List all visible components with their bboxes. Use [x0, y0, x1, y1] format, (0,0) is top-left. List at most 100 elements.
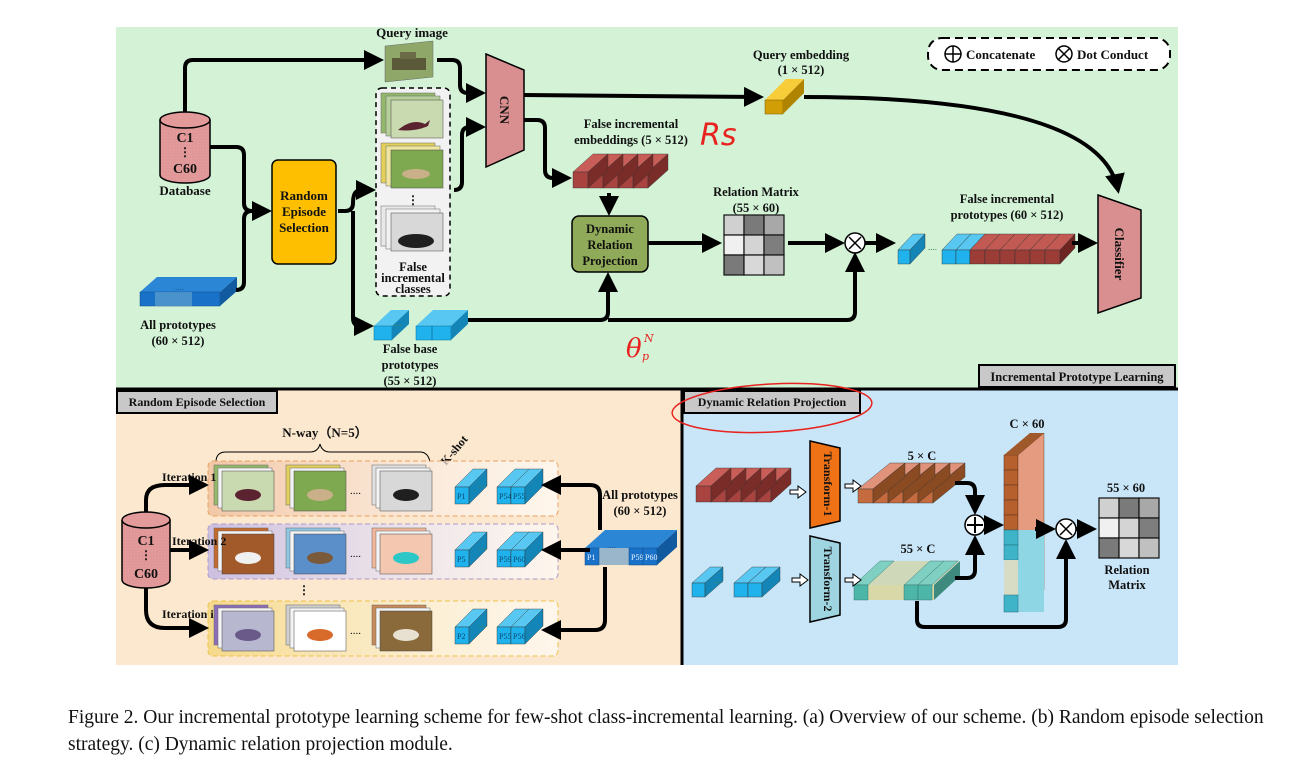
- transform-2-block: Transform-2: [809, 535, 841, 623]
- legend: Concatenate Dot Conduct: [927, 37, 1171, 71]
- embedding-bar: [1044, 233, 1076, 265]
- svg-text:Incremental Prototype Learning: Incremental Prototype Learning: [990, 370, 1164, 384]
- prototype-bar: [454, 468, 488, 505]
- random-episode-selection-block: Random Episode Selection: [271, 159, 337, 265]
- svg-text:....: ....: [175, 282, 184, 292]
- transform-1-block: Transform-1: [809, 440, 841, 529]
- drp-relation-matrix-cell: [1098, 517, 1120, 539]
- relation-matrix-cell: [723, 234, 745, 256]
- drp-relation-matrix-cell: [1098, 497, 1120, 519]
- svg-text:prototypes: prototypes: [382, 358, 439, 372]
- relation-matrix-cell: [743, 234, 765, 256]
- prototype-label: P59: [631, 553, 643, 562]
- prototype-label: P5: [457, 555, 465, 564]
- c-60-label: C × 60: [1010, 417, 1045, 431]
- svg-text:Classifier: Classifier: [1112, 228, 1127, 281]
- fiftyfive-c-label: 55 × C: [901, 542, 936, 556]
- legend-dot-conduct: Dot Conduct: [1077, 47, 1149, 62]
- ellipsis: ....: [478, 619, 487, 629]
- drp-relation-matrix-cell: [1118, 517, 1140, 539]
- prototype-label: P54: [499, 492, 511, 501]
- relation-matrix-cell: [723, 214, 745, 236]
- dot-product-node-drp: [1055, 518, 1077, 540]
- svg-text:(60 × 512): (60 × 512): [614, 504, 667, 518]
- svg-text:Selection: Selection: [279, 220, 330, 235]
- false-incremental-embeddings-block: [572, 153, 669, 189]
- svg-text:Relation: Relation: [587, 238, 632, 252]
- prototype-label: P1: [587, 553, 595, 562]
- query-image-label: Query image: [376, 25, 448, 40]
- panel-label-incremental-prototype-learning: Incremental Prototype Learning: [978, 364, 1176, 388]
- handwritten-circle-annotation: [671, 382, 873, 434]
- c60-red-cell: [1003, 514, 1019, 531]
- drp-arrows: [915, 481, 1097, 629]
- c60-red-cell: [1003, 484, 1019, 501]
- cnn-block: CNN: [485, 52, 525, 169]
- svg-text:⋮: ⋮: [298, 583, 310, 597]
- svg-text:⋮: ⋮: [407, 193, 419, 207]
- five-by-c-block: [857, 462, 966, 504]
- svg-text:Episode: Episode: [282, 204, 326, 219]
- image-subject: [235, 629, 261, 641]
- ellipsis: ....: [478, 479, 487, 489]
- all-prototypes-label-bottom: All prototypes: [602, 488, 678, 502]
- prototype-bar: [897, 233, 926, 265]
- iteration-2-label: Iteration 2: [172, 534, 226, 548]
- c60-gap: [1004, 560, 1018, 595]
- svg-text:C60: C60: [173, 162, 197, 177]
- n-way-brace: [215, 443, 431, 463]
- classifier-block: Classifier: [1097, 193, 1142, 315]
- relation-matrix-cell: [763, 214, 785, 236]
- drp-relation-matrix-label: Relation: [1104, 563, 1149, 577]
- iteration-i-label: Iteration i: [162, 607, 214, 621]
- prototype-bar: [510, 608, 544, 645]
- false-base-label: False base: [383, 342, 438, 356]
- handwritten-rs-annotation: Rs: [700, 118, 736, 153]
- svg-text:Dynamic: Dynamic: [586, 222, 634, 236]
- svg-text:....: ....: [393, 318, 402, 328]
- prototype-bar: [510, 468, 544, 505]
- svg-text:(55 × 60): (55 × 60): [733, 201, 780, 215]
- ellipsis: ....: [928, 242, 937, 252]
- embedding-bar: [572, 153, 609, 189]
- ellipsis: ....: [350, 485, 361, 497]
- svg-text:(60 × 512): (60 × 512): [152, 334, 205, 348]
- class-image: [221, 610, 275, 652]
- dynamic-relation-projection-block: Dynamic Relation Projection: [571, 215, 649, 273]
- false-incremental-prototypes-block: ....: [897, 233, 1076, 265]
- fiftyfive-c-cell: [917, 584, 933, 601]
- svg-text:C60: C60: [134, 567, 158, 582]
- drp-relation-matrix-cell: [1138, 517, 1160, 539]
- query-image-tank: [384, 40, 434, 83]
- c60-blue-cell: [1003, 544, 1019, 561]
- svg-text:Random Episode Selection: Random Episode Selection: [129, 395, 266, 409]
- prototype-label: P59: [499, 555, 511, 564]
- query-embedding-block: [764, 79, 804, 115]
- database-icon-bottom: C1 ⋮ C60: [121, 511, 171, 589]
- prototype-label: P60: [513, 555, 525, 564]
- five-c-cell: [857, 462, 906, 504]
- image-subject: [307, 489, 333, 501]
- c60-red-cell: [1003, 499, 1019, 516]
- prototype-side: [657, 530, 677, 565]
- drp-relation-matrix-cell: [1118, 497, 1140, 519]
- prototype-label: P2: [457, 632, 465, 641]
- panel-label-random-episode-selection: Random Episode Selection: [116, 390, 278, 414]
- relation-matrix-cell: [743, 254, 765, 276]
- image-subject: [235, 489, 261, 501]
- svg-text:Matrix: Matrix: [1108, 578, 1146, 592]
- c60-top: [1004, 433, 1044, 455]
- class-image: [293, 610, 347, 652]
- svg-text:Transform-1: Transform-1: [821, 451, 835, 516]
- svg-text:⋮: ⋮: [179, 145, 191, 159]
- prototype-label: P55: [499, 632, 511, 641]
- relation-matrix-grid: [723, 214, 785, 276]
- false-inc-proto-label: False incremental: [960, 192, 1055, 206]
- drp-relation-matrix-cell: [1138, 497, 1160, 519]
- episode-arrows: [144, 475, 607, 640]
- drp-relation-matrix-grid: [1098, 497, 1160, 559]
- ellipsis: ....: [478, 542, 487, 552]
- prototype-label: P56: [513, 632, 525, 641]
- c60-red-cell: [1003, 469, 1019, 486]
- dot-product-node: [844, 232, 866, 254]
